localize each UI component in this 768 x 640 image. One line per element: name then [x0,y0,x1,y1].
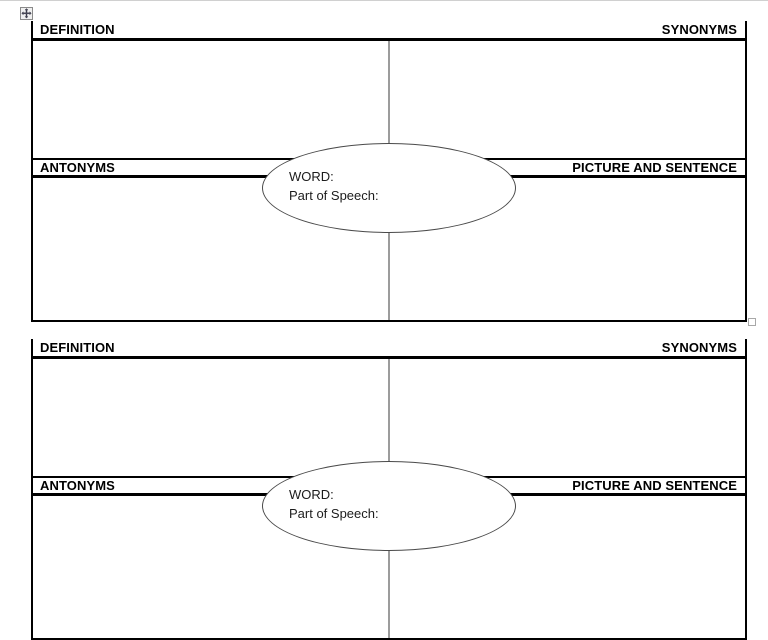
definition-header-cell: DEFINITION [33,339,389,356]
antonyms-header-cell: ANTONYMS [33,478,389,493]
header-row-top: DEFINITION SYNONYMS [33,339,745,359]
picture-and-sentence-label: PICTURE AND SENTENCE [572,160,737,175]
part-of-speech-line: Part of Speech: [289,187,379,203]
word-map-card[interactable]: DEFINITION SYNONYMS ANTONYMS PICTURE AND… [31,21,747,322]
picture-and-sentence-header-cell: PICTURE AND SENTENCE [389,478,745,493]
antonyms-header-cell: ANTONYMS [33,160,389,175]
part-of-speech-line: Part of Speech: [289,505,379,521]
center-oval-text: WORD: Part of Speech: [289,168,379,206]
picture-and-sentence-label: PICTURE AND SENTENCE [572,478,737,493]
page-top-divider [0,0,768,1]
definition-header-cell: DEFINITION [33,21,389,38]
synonyms-label: SYNONYMS [661,22,737,37]
header-row-top: DEFINITION SYNONYMS [33,21,745,41]
synonyms-label: SYNONYMS [661,340,737,355]
center-oval[interactable]: WORD: Part of Speech: [262,461,516,551]
antonyms-label: ANTONYMS [40,160,115,175]
word-line: WORD: [289,487,334,502]
antonyms-label: ANTONYMS [40,478,115,493]
synonyms-header-cell: SYNONYMS [389,339,745,356]
center-oval-text: WORD: Part of Speech: [289,486,379,524]
word-map-card[interactable]: DEFINITION SYNONYMS ANTONYMS PICTURE AND… [31,339,747,640]
picture-and-sentence-header-cell: PICTURE AND SENTENCE [389,160,745,175]
move-four-arrows-icon[interactable] [20,7,33,20]
resize-square-handle-icon[interactable] [748,318,756,326]
definition-label: DEFINITION [40,340,115,355]
word-line: WORD: [289,169,334,184]
center-oval[interactable]: WORD: Part of Speech: [262,143,516,233]
synonyms-header-cell: SYNONYMS [389,21,745,38]
definition-label: DEFINITION [40,22,115,37]
